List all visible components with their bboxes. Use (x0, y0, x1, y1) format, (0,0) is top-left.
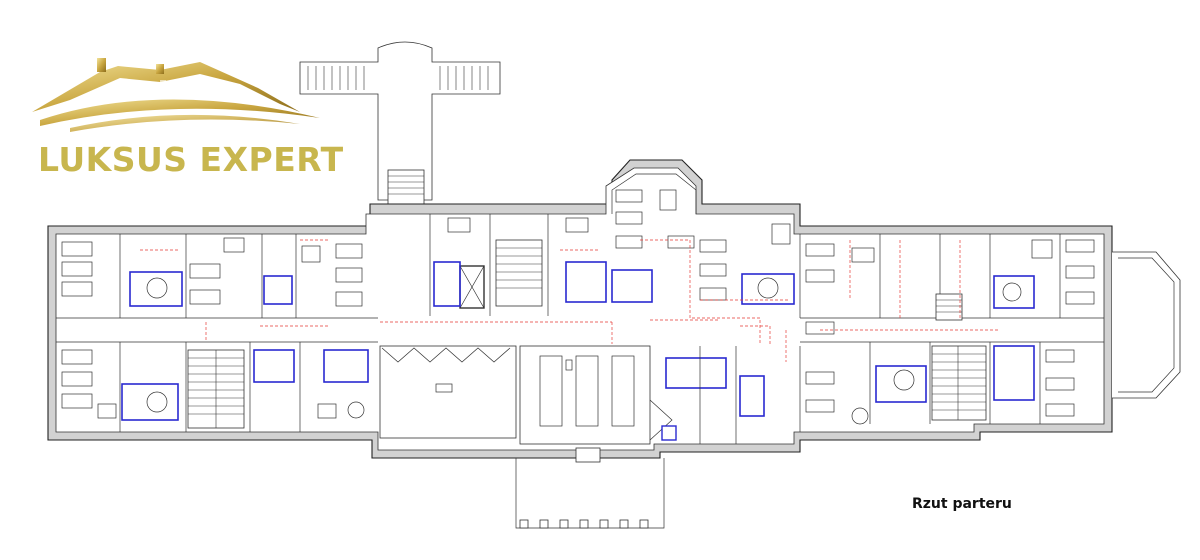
tower-right-stairs (439, 66, 489, 90)
entrance-terrace (515, 447, 665, 529)
central-hall (379, 345, 517, 439)
stair-tower (299, 41, 501, 205)
octagon-room (611, 173, 697, 249)
lower-service-rooms (649, 346, 869, 444)
brand-logo-text: LUKSUS EXPERT (38, 140, 344, 179)
bay-window (1112, 251, 1181, 399)
installation-lines (140, 239, 1000, 362)
kitchen-block (429, 214, 653, 316)
dining-room (519, 345, 651, 445)
plan-caption: Rzut parteru (912, 496, 1012, 512)
right-wing-rooms (665, 223, 1095, 424)
tower-left-stairs (307, 66, 365, 90)
tower-lower-stairs (387, 169, 425, 205)
right-staircases (931, 293, 987, 421)
left-staircase (187, 349, 245, 429)
logo-house-icon (32, 58, 320, 132)
left-wing-rooms (61, 234, 369, 432)
building-outline (47, 159, 1113, 459)
